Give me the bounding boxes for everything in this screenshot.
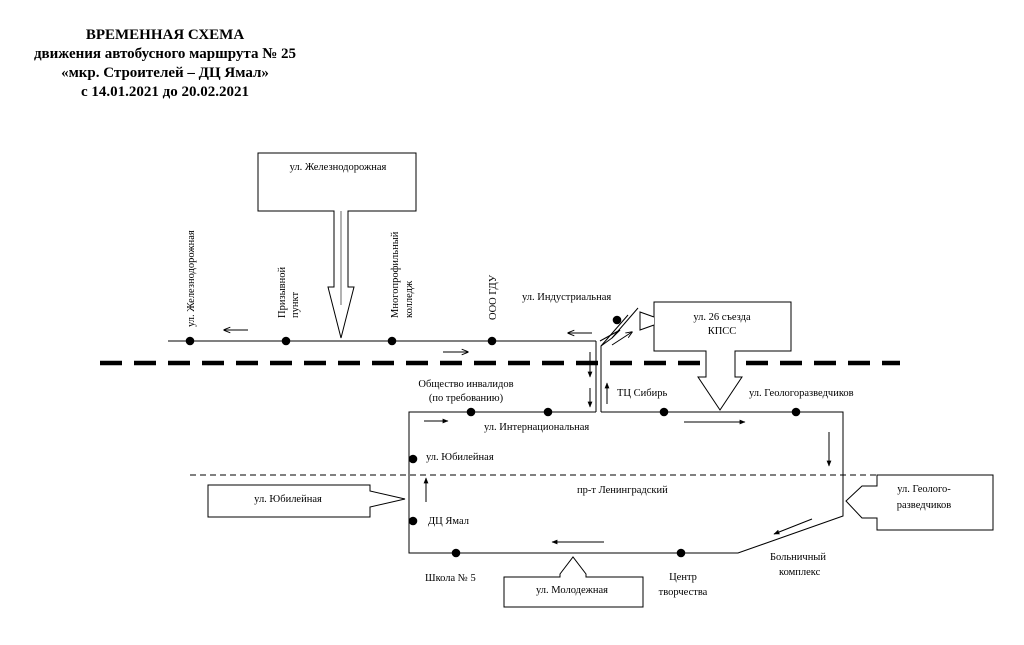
arrow-diag-loop xyxy=(773,518,813,535)
stop-label-college-2: колледж xyxy=(404,280,415,318)
stop-label-centr-2: творчества xyxy=(659,587,708,598)
stop-label-bolnichny-1: Больничный xyxy=(770,552,826,563)
stop-label-yubileynaya: ул. Юбилейная xyxy=(426,452,494,463)
stop-dot xyxy=(408,516,418,526)
callout-molodezhnaya-label: ул. Молодежная xyxy=(536,585,608,596)
stop-dot xyxy=(791,407,801,417)
callout-geolog-label-2: разведчиков xyxy=(897,500,952,511)
callout-yubileynaya-label: ул. Юбилейная xyxy=(254,494,322,505)
callout-yubileynaya xyxy=(207,484,406,518)
callout-geolog xyxy=(845,474,994,531)
stop-dot xyxy=(466,407,476,417)
industrialnaya-branch-2 xyxy=(611,307,639,339)
stop-dot xyxy=(612,315,622,325)
callout-kpss-pointer xyxy=(639,311,655,331)
callout-zheleznodorozhnaya xyxy=(257,152,417,339)
stop-dot xyxy=(487,336,497,346)
stop-dot xyxy=(676,548,686,558)
stop-label-shkola-5: Школа № 5 xyxy=(425,573,476,584)
title-line-1: ВРЕМЕННАЯ СХЕМА xyxy=(85,27,245,43)
title-line-4: с 14.01.2021 до 20.02.2021 xyxy=(81,84,249,100)
callout-zheleznodorozhnaya-label: ул. Железнодорожная xyxy=(290,162,387,173)
callout-geolog-label-1: ул. Геолого- xyxy=(897,484,951,495)
industrialnaya-branch-3 xyxy=(600,314,629,347)
stop-dot xyxy=(408,454,418,464)
callout-kpss-label-2: КПСС xyxy=(708,326,737,337)
arrow-diag-industrial xyxy=(611,332,632,346)
title-line-2: движения автобусного маршрута № 25 xyxy=(33,46,297,62)
stop-label-industrialnaya: ул. Индустриальная xyxy=(522,292,611,303)
stop-label-tc-sibir: ТЦ Сибирь xyxy=(617,388,667,399)
stop-label-ooo-gdu: ООО ГДУ xyxy=(488,274,499,320)
street-label-leningradsky: пр-т Ленинградский xyxy=(577,485,668,496)
stop-dot xyxy=(451,548,461,558)
stop-label-obshchestvo-2: (по требованию) xyxy=(429,393,504,404)
stop-label-college-1: Многопрофильный xyxy=(390,231,401,318)
stop-label-bolnichny-2: комплекс xyxy=(779,567,821,578)
title-block: ВРЕМЕННАЯ СХЕМА движения автобусного мар… xyxy=(0,26,330,102)
route-loop xyxy=(408,411,844,554)
stop-label-obshchestvo-1: Общество инвалидов xyxy=(418,379,513,390)
stop-label-prizyvnoy-1: Призывной xyxy=(277,267,288,318)
stop-label-centr-1: Центр xyxy=(669,572,697,583)
title-line-3: «мкр. Строителей – ДЦ Ямал» xyxy=(61,65,269,81)
stop-dot xyxy=(281,336,291,346)
stop-label-internatsionalnaya: ул. Интернациональная xyxy=(484,422,589,433)
callout-kpss-label-1: ул. 26 съезда xyxy=(693,312,751,323)
stop-label-geologorazvedchikov: ул. Геологоразведчиков xyxy=(749,388,854,399)
stop-dot xyxy=(543,407,553,417)
callout-kpss xyxy=(653,301,792,411)
stop-dot xyxy=(185,336,195,346)
stop-label-dc-yamal: ДЦ Ямал xyxy=(428,516,469,527)
stop-label-zheleznodorozhnaya: ул. Железнодорожная xyxy=(186,230,197,327)
stop-label-prizyvnoy-2: пункт xyxy=(290,292,301,318)
stop-dot xyxy=(659,407,669,417)
callout-molodezhnaya xyxy=(503,556,644,608)
stop-dot xyxy=(387,336,397,346)
